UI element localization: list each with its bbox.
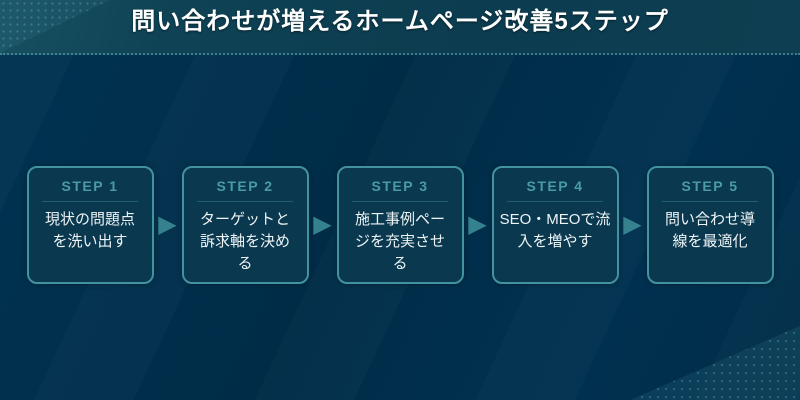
- step-description: 施工事例ペー ジを充実させ る: [354, 211, 445, 272]
- step-card-4: STEP 4 SEO・MEOで流 入を増やす: [491, 166, 619, 284]
- step-number-label: STEP 5: [681, 178, 739, 194]
- corner-dot-texture-bottom-right: [630, 325, 800, 400]
- arrow-right-icon: ▶: [158, 211, 177, 238]
- header-banner: 問い合わせが増えるホームページ改善5ステップ: [0, 0, 800, 55]
- step-description: 問い合わせ導 線を最適化: [664, 211, 755, 250]
- step-card-3: STEP 3 施工事例ペー ジを充実させ る: [336, 166, 464, 284]
- page-title: 問い合わせが増えるホームページ改善5ステップ: [131, 8, 669, 35]
- step-divider: [352, 201, 448, 202]
- step-card-1: STEP 1 現状の問題点 を洗い出す: [26, 166, 154, 284]
- step-description: 現状の問題点 を洗い出す: [44, 211, 135, 250]
- step-number-label: STEP 3: [371, 178, 429, 194]
- arrow-right-icon: ▶: [313, 211, 332, 238]
- steps-row: STEP 1 現状の問題点 を洗い出す ▶ STEP 2 ターゲットと 訴求軸を…: [0, 166, 800, 284]
- step-number-label: STEP 2: [216, 178, 274, 194]
- step-number-label: STEP 1: [61, 178, 119, 194]
- step-description: ターゲットと 訴求軸を決め る: [199, 211, 290, 272]
- step-divider: [42, 201, 138, 202]
- step-description: SEO・MEOで流 入を増やす: [499, 211, 611, 250]
- step-number-label: STEP 4: [526, 178, 584, 194]
- step-divider: [507, 201, 603, 202]
- step-divider: [662, 201, 758, 202]
- step-card-2: STEP 2 ターゲットと 訴求軸を決め る: [181, 166, 309, 284]
- step-card-5: STEP 5 問い合わせ導 線を最適化: [646, 166, 774, 284]
- arrow-right-icon: ▶: [468, 211, 487, 238]
- arrow-right-icon: ▶: [623, 211, 642, 238]
- step-divider: [197, 201, 293, 202]
